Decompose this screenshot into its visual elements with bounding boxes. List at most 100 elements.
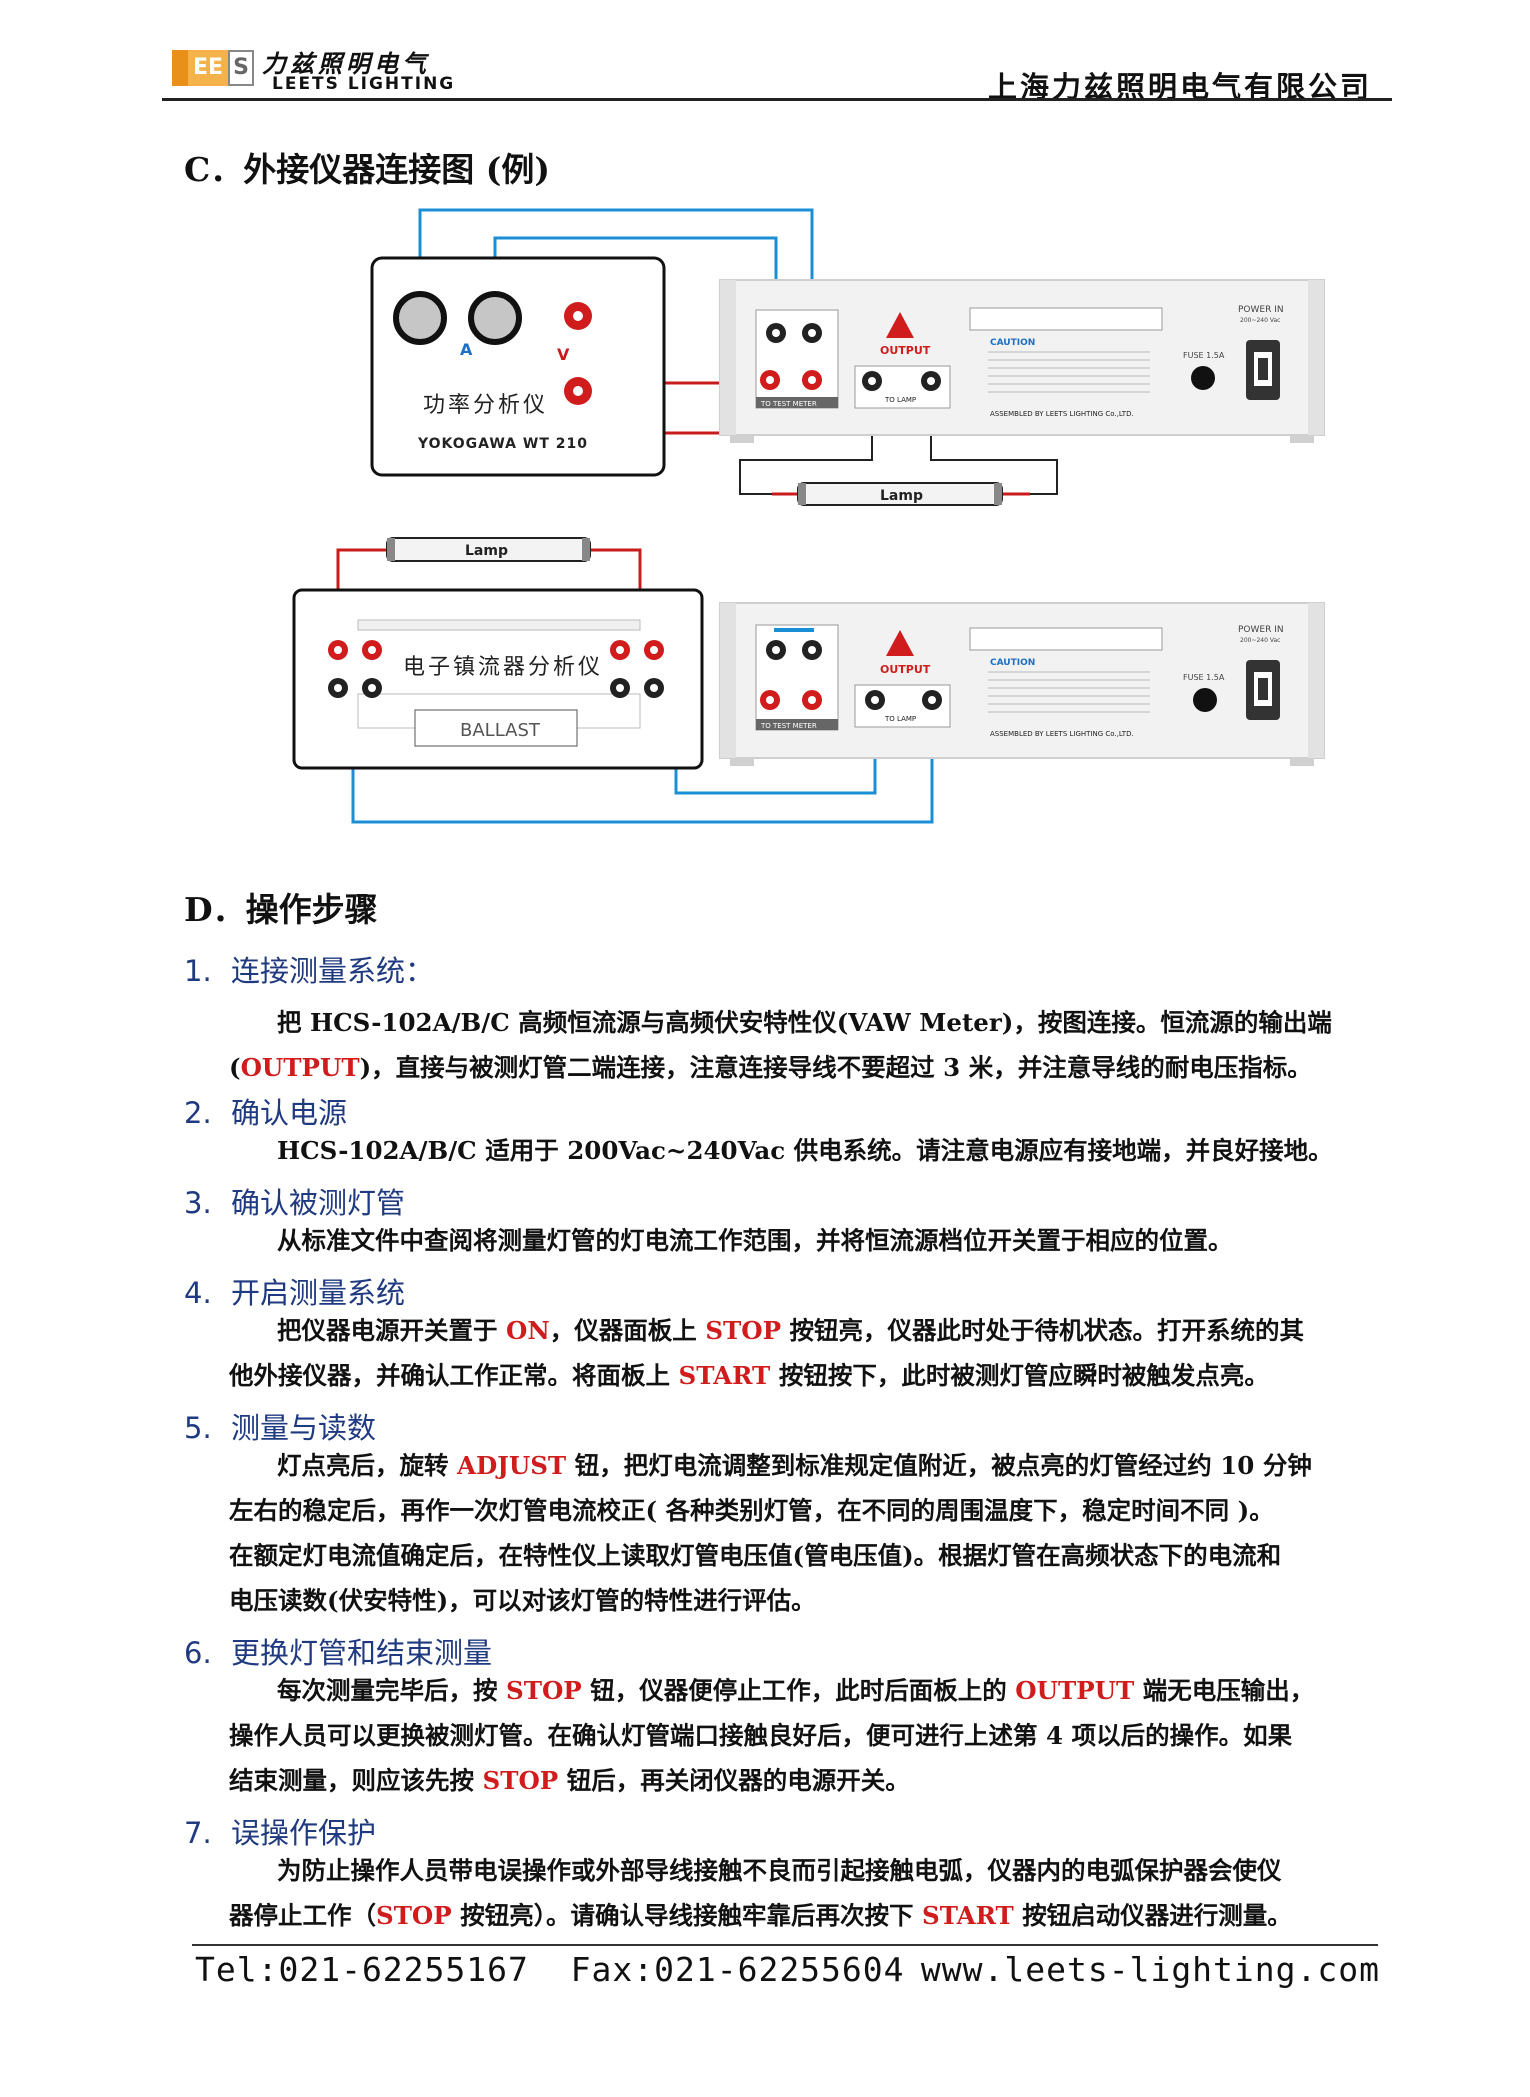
- ballast-label: BALLAST: [460, 720, 541, 741]
- panel-1-power-in: POWER IN: [1238, 305, 1284, 315]
- power-analyzer: A V 功率分析仪 YOKOGAWA WT 210: [370, 256, 666, 477]
- lamp-2-label: Lamp: [465, 543, 508, 559]
- step-1-text: 把 HCS-102A/B/C 高频恒流源与高频伏安特性仪(VAW Meter)，…: [229, 1000, 1387, 1090]
- highlight-term: OUTPUT: [1015, 1676, 1135, 1705]
- text-line: 把仪器电源开关置于 ON，仪器面板上 STOP 按钮亮，仪器此时处于待机状态。打…: [232, 1308, 1387, 1353]
- logo-english-name: LEETS LIGHTING: [272, 74, 456, 94]
- section-c-title: C．外接仪器连接图 (例): [184, 150, 550, 189]
- step-2-heading: 2. 确认电源: [184, 1090, 347, 1132]
- logo-letter-s: S: [228, 50, 254, 86]
- text-segment: 他外接仪器，并确认工作正常。将面板上: [229, 1361, 679, 1390]
- step-1-heading: 1.连接测量系统：: [184, 948, 434, 990]
- text-segment: 每次测量完毕后，按: [277, 1676, 507, 1705]
- step-6-text: 每次测量完毕后，按 STOP 钮，仪器便停止工作，此时后面板上的 OUTPUT …: [229, 1668, 1387, 1803]
- step-title: 确认被测灯管: [231, 1186, 406, 1220]
- step-number: 4.: [184, 1276, 212, 1310]
- text-line: 从标准文件中查阅将测量灯管的灯电流工作范围，并将恒流源档位开关置于相应的位置。: [232, 1218, 1387, 1263]
- text-line: 他外接仪器，并确认工作正常。将面板上 START 按钮按下，此时被测灯管应瞬时被…: [229, 1353, 1387, 1398]
- text-segment: )，直接与被测灯管二端连接，注意连接导线不要超过 3 米，并注意导线的耐电压指标…: [359, 1053, 1312, 1082]
- panel-1-output: OUTPUT: [880, 344, 931, 357]
- footer-tel: Tel:021-62255167: [195, 1950, 529, 1989]
- step-number: 7.: [184, 1816, 212, 1850]
- header-divider: [162, 98, 1392, 101]
- text-segment: 钮，仪器便停止工作，此时后面板上的: [581, 1676, 1016, 1705]
- text-line: 器停止工作（STOP 按钮亮）。请确认导线接触牢靠后再次按下 START 按钮启…: [229, 1893, 1387, 1938]
- step-number: 1.: [184, 954, 212, 988]
- footer-divider: [192, 1944, 1378, 1946]
- text-segment: 为防止操作人员带电误操作或外部导线接触不良而引起接触电弧，仪器内的电弧保护器会使…: [277, 1856, 1282, 1885]
- step-7-text: 为防止操作人员带电误操作或外部导线接触不良而引起接触电弧，仪器内的电弧保护器会使…: [229, 1848, 1387, 1938]
- panel-1-to-lamp: TO LAMP: [884, 396, 916, 404]
- warning-icon-2: [886, 630, 914, 656]
- panel-2-fuse: FUSE 1.5A: [1183, 673, 1225, 682]
- step-5-text: 灯点亮后，旋转 ADJUST 钮，把灯电流调整到标准规定值附近，被点亮的灯管经过…: [229, 1443, 1387, 1623]
- lamp-1: Lamp: [772, 482, 1030, 506]
- panel-2-to-test-meter: TO TEST METER: [760, 722, 817, 730]
- highlight-term: OUTPUT: [240, 1053, 360, 1082]
- text-segment: 灯点亮后，旋转: [277, 1451, 458, 1480]
- text-segment: 电压读数(伏安特性)，可以对该灯管的特性进行评估。: [229, 1586, 816, 1615]
- text-segment: 钮后，再关闭仪器的电源开关。: [558, 1766, 910, 1795]
- panel-1-to-test-meter: TO TEST METER: [760, 400, 817, 408]
- text-segment: 钮，把灯电流调整到标准规定值附近，被点亮的灯管经过约 10 分钟: [566, 1451, 1312, 1480]
- text-line: 结束测量，则应该先按 STOP 钮后，再关闭仪器的电源开关。: [229, 1758, 1387, 1803]
- connection-diagram: A V 功率分析仪 YOKOGAWA WT 210 Lamp TO TEST M…: [292, 208, 1325, 824]
- lamp-2: Lamp: [358, 537, 622, 562]
- warning-icon: [886, 312, 914, 338]
- highlight-term: STOP: [376, 1901, 452, 1930]
- step-2-text: HCS-102A/B/C 适用于 200Vac~240Vac 供电系统。请注意电…: [232, 1128, 1387, 1173]
- panel-2-assembled: ASSEMBLED BY LEETS LIGHTING Co.,LTD.: [990, 730, 1134, 738]
- footer-contact: Tel:021-62255167 Fax:021-62255604 www.lee…: [195, 1950, 1380, 1989]
- text-line: HCS-102A/B/C 适用于 200Vac~240Vac 供电系统。请注意电…: [232, 1128, 1387, 1173]
- panel-1-power-range: 200~240 Vac: [1240, 317, 1280, 324]
- step-title: 误操作保护: [231, 1816, 377, 1850]
- highlight-term: STOP: [705, 1316, 782, 1345]
- text-line: 为防止操作人员带电误操作或外部导线接触不良而引起接触电弧，仪器内的电弧保护器会使…: [232, 1848, 1387, 1893]
- text-segment: 按钮启动仪器进行测量。: [1013, 1901, 1292, 1930]
- text-segment: 按钮亮）。请确认导线接触牢靠后再次按下: [451, 1901, 923, 1930]
- hcs-panel-1: TO TEST METER OUTPUT TO LAMP CAUTION ASS…: [719, 279, 1325, 443]
- analyzer-name: 功率分析仪: [423, 393, 548, 418]
- text-segment: 从标准文件中查阅将测量灯管的灯电流工作范围，并将恒流源档位开关置于相应的位置。: [277, 1226, 1233, 1255]
- text-segment: 在额定灯电流值确定后，在特性仪上读取灯管电压值(管电压值)。根据灯管在高频状态下…: [229, 1541, 1282, 1570]
- footer-fax: Fax:021-62255604: [570, 1950, 905, 1989]
- text-line: 每次测量完毕后，按 STOP 钮，仪器便停止工作，此时后面板上的 OUTPUT …: [232, 1668, 1387, 1713]
- step-title: 更换灯管和结束测量: [231, 1636, 493, 1670]
- company-logo: EE S: [172, 50, 254, 86]
- analyzer-terminal-a2: [468, 291, 522, 345]
- text-segment: 按钮按下，此时被测灯管应瞬时被触发点亮。: [770, 1361, 1269, 1390]
- text-segment: 按钮亮，仪器此时处于待机状态。打开系统的其: [781, 1316, 1305, 1345]
- panel-2-power-in: POWER IN: [1238, 625, 1284, 635]
- text-segment: ，仪器面板上: [549, 1316, 706, 1345]
- text-segment: 操作人员可以更换被测灯管。在确认灯管端口接触良好后，便可进行上述第 4 项以后的…: [229, 1721, 1293, 1750]
- text-segment: (: [229, 1053, 241, 1082]
- text-line: 把 HCS-102A/B/C 高频恒流源与高频伏安特性仪(VAW Meter)，…: [232, 1000, 1387, 1045]
- panel-2-to-lamp: TO LAMP: [884, 715, 916, 723]
- text-segment: 把 HCS-102A/B/C 高频恒流源与高频伏安特性仪(VAW Meter)，…: [277, 1008, 1332, 1037]
- step-7-heading: 7. 误操作保护: [184, 1810, 376, 1852]
- text-line: (OUTPUT)，直接与被测灯管二端连接，注意连接导线不要超过 3 米，并注意导…: [229, 1045, 1387, 1090]
- text-line: 在额定灯电流值确定后，在特性仪上读取灯管电压值(管电压值)。根据灯管在高频状态下…: [229, 1533, 1387, 1578]
- label-v: V: [557, 345, 570, 364]
- footer-website[interactable]: www.leets-lighting.com: [920, 1950, 1380, 1989]
- text-segment: HCS-102A/B/C 适用于 200Vac~240Vac 供电系统。请注意电…: [277, 1136, 1333, 1165]
- step-title: 开启测量系统: [231, 1276, 406, 1310]
- highlight-term: ON: [506, 1316, 550, 1345]
- step-5-heading: 5.测量与读数: [184, 1405, 376, 1447]
- step-3-text: 从标准文件中查阅将测量灯管的灯电流工作范围，并将恒流源档位开关置于相应的位置。: [232, 1218, 1387, 1263]
- step-number: 6.: [184, 1636, 212, 1670]
- step-4-text: 把仪器电源开关置于 ON，仪器面板上 STOP 按钮亮，仪器此时处于待机状态。打…: [229, 1308, 1387, 1398]
- logo-letters-ee: EE: [188, 50, 228, 86]
- section-d-title: D．操作步骤: [184, 890, 378, 929]
- text-line: 操作人员可以更换被测灯管。在确认灯管端口接触良好后，便可进行上述第 4 项以后的…: [229, 1713, 1387, 1758]
- step-3-heading: 3.确认被测灯管: [184, 1180, 405, 1222]
- analyzer-terminal-a1: [393, 291, 447, 345]
- step-number: 2.: [184, 1096, 212, 1130]
- ballast-analyzer: 电子镇流器分析仪 BALLAST: [292, 588, 704, 770]
- text-segment: 结束测量，则应该先按: [229, 1766, 483, 1795]
- panel-2-output: OUTPUT: [880, 663, 931, 676]
- step-title: 确认电源: [231, 1096, 348, 1130]
- step-number: 5.: [184, 1411, 212, 1445]
- highlight-term: STOP: [482, 1766, 559, 1795]
- label-a: A: [460, 340, 473, 359]
